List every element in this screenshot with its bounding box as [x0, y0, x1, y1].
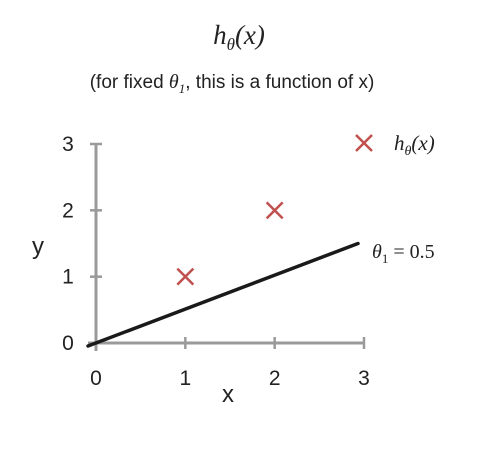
y-tick-labels: 0 1 2 3	[62, 133, 74, 355]
x-tick-label-3: 3	[358, 367, 370, 390]
y-tick-label-0: 0	[62, 332, 74, 355]
data-point-1	[176, 267, 195, 286]
x-tick-label-2: 2	[269, 367, 281, 390]
y-tick-label-3: 3	[62, 133, 74, 156]
legend-label-subscript: θ	[405, 144, 412, 159]
subtitle-suffix: , this is a function of x)	[185, 72, 374, 93]
subtitle-theta-subscript: 1	[179, 81, 186, 96]
legend-label: hθ(x)	[394, 131, 435, 159]
data-points	[176, 201, 284, 286]
data-point-2-stroke-b	[265, 201, 284, 220]
legend: hθ(x)	[355, 131, 435, 159]
axes	[88, 142, 366, 351]
legend-marker-cross	[355, 134, 373, 152]
legend-label-argument: (x)	[411, 131, 434, 155]
x-tick-label-1: 1	[179, 367, 191, 390]
chart-title-argument: (x)	[235, 20, 265, 50]
x-axis-label: x	[222, 381, 234, 408]
line-label: θ1 = 0.5	[372, 241, 435, 266]
line-label-subscript: 1	[382, 251, 389, 266]
hypothesis-line	[86, 241, 360, 348]
chart-title: hθ(x)	[213, 20, 265, 54]
legend-marker-cross-stroke-b	[355, 134, 373, 152]
subtitle-prefix: (for fixed	[90, 72, 169, 93]
subtitle-theta: θ	[169, 71, 179, 93]
x-tick-labels: 0 1 2 3	[90, 367, 370, 390]
y-tick-label-1: 1	[62, 266, 74, 289]
chart-subtitle: (for fixed θ1, this is a function of x)	[90, 71, 375, 96]
line-label-value: = 0.5	[388, 241, 434, 263]
data-point-2	[265, 201, 284, 220]
legend-marker	[355, 134, 373, 152]
line-label-theta: θ	[372, 241, 382, 263]
y-tick-label-2: 2	[62, 199, 74, 222]
chart-title-subscript: θ	[227, 35, 235, 54]
x-tick-label-0: 0	[90, 367, 102, 390]
hypothesis-line-group	[86, 241, 360, 348]
y-axis-label: y	[32, 233, 44, 260]
data-point-1-stroke-b	[176, 267, 195, 286]
